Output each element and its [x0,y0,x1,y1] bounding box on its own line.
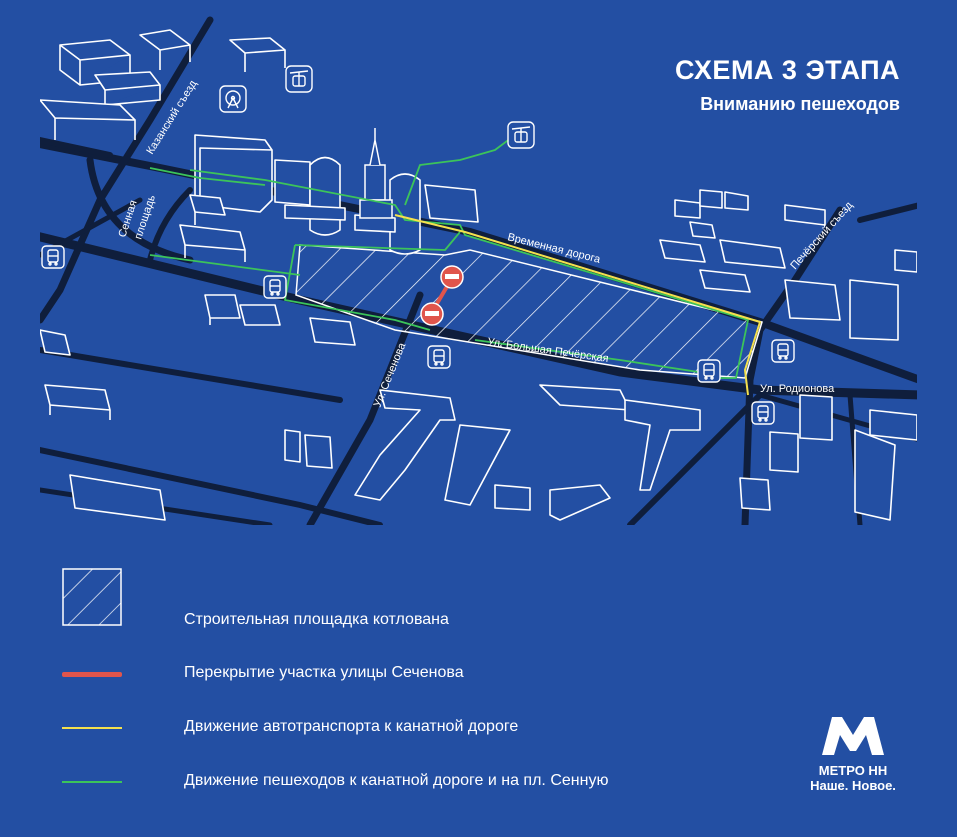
car-route [394,214,761,396]
construction-site [295,244,763,379]
red-line-swatch [62,672,122,677]
page-subtitle: Вниманию пешеходов [700,94,900,114]
buildings [40,29,917,521]
label-rodionova: Ул. Родионова [760,383,835,395]
brand-slogan: Наше. Новое. [810,778,896,793]
legend-label: Движение пешеходов к канатной дороге и н… [184,772,609,789]
cable-car-icon [285,65,313,93]
hatch-swatch [62,568,122,626]
legend-label: Строительная площадка котлована [184,611,449,628]
legend-item-closure: Перекрытие участка улицы Сеченова [62,664,762,704]
bus-stop-icon [263,275,287,299]
legend-label: Движение автотранспорта к канатной дорог… [184,718,519,735]
bus-stop-icon [751,401,775,425]
metro-logo: МЕТРО НН Наше. Новое. [798,713,908,793]
bus-stop-icon [771,339,795,363]
legend-item-car: Движение автотранспорта к канатной дорог… [62,718,762,758]
pedestrian-route [149,134,749,379]
green-line-swatch [62,781,122,783]
ferris-wheel-icon [219,85,247,113]
street-closure [420,265,464,326]
legend-item-pedestrian: Движение пешеходов к канатной дороге и н… [62,772,762,812]
metro-m-icon [822,717,884,755]
legend-label: Перекрытие участка улицы Сеченова [184,664,464,681]
page-title: СХЕМА 3 ЭТАПА [674,55,900,85]
brand-name: МЕТРО НН [818,763,888,778]
legend-item-construction: Строительная площадка котлована [62,568,762,628]
bus-stop-icon [427,345,451,369]
yellow-line-swatch [62,727,122,729]
church-icon [359,128,393,219]
no-entry-icon [420,302,444,326]
area-map: Казанский съезд Сенная площадь Временная… [40,16,917,525]
bus-stop-icon [41,245,65,269]
no-entry-icon [440,265,464,289]
bus-stop-icon [697,359,721,383]
cable-car-icon [507,121,535,149]
